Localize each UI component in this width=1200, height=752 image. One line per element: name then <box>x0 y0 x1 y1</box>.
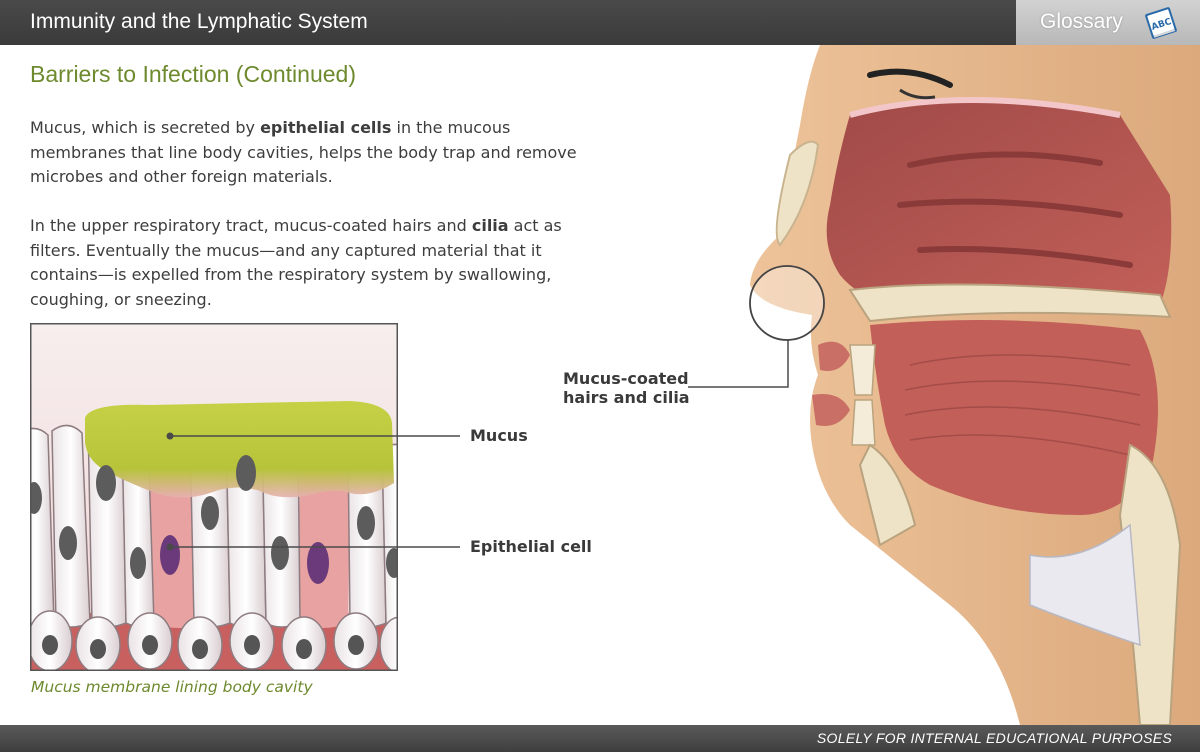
nostril-magnifier-circle <box>749 265 825 341</box>
epithelial-cell-label: Epithelial cell <box>470 537 592 556</box>
paragraph-text: In the upper respiratory tract, mucus-co… <box>30 216 472 235</box>
paragraph-text: act as filters. Eventually the mucus—and… <box>30 216 562 309</box>
glossary-term: cilia <box>471 216 509 235</box>
glossary-button[interactable]: Glossary ABC <box>1016 0 1200 45</box>
mucus-coated-hairs-label-line-2: hairs and cilia <box>563 388 690 407</box>
footer-disclaimer: SOLELY FOR INTERNAL EDUCATIONAL PURPOSES <box>816 730 1172 746</box>
header-bar: Immunity and the Lymphatic System Glossa… <box>0 0 1200 45</box>
paragraph-text: Mucus, which is secreted by <box>30 118 261 137</box>
glossary-label: Glossary <box>1040 10 1123 33</box>
abc-book-icon: ABC <box>1145 7 1177 39</box>
body-paragraph-1: Mucus, which is secreted by epithelial c… <box>30 116 605 190</box>
course-title: Immunity and the Lymphatic System <box>30 10 368 33</box>
page-title: Barriers to Infection (Continued) <box>30 61 356 87</box>
mucus-label: Mucus <box>470 426 528 445</box>
body-paragraph-2: In the upper respiratory tract, mucus-co… <box>30 214 605 312</box>
footer-bar: SOLELY FOR INTERNAL EDUCATIONAL PURPOSES <box>0 725 1200 752</box>
glossary-term: epithelial cells <box>260 118 392 137</box>
mucus-coated-hairs-label-line-1: Mucus-coated <box>563 369 689 388</box>
paragraph-text: in the mucous membranes that line body c… <box>30 118 577 186</box>
mucus-coated-hairs-label: Mucus-coated hairs and cilia <box>563 369 690 407</box>
mucous-membrane-illustration <box>30 323 398 671</box>
diagram-caption: Mucus membrane lining body cavity <box>31 678 313 696</box>
head-cross-section-illustration <box>749 45 1200 725</box>
